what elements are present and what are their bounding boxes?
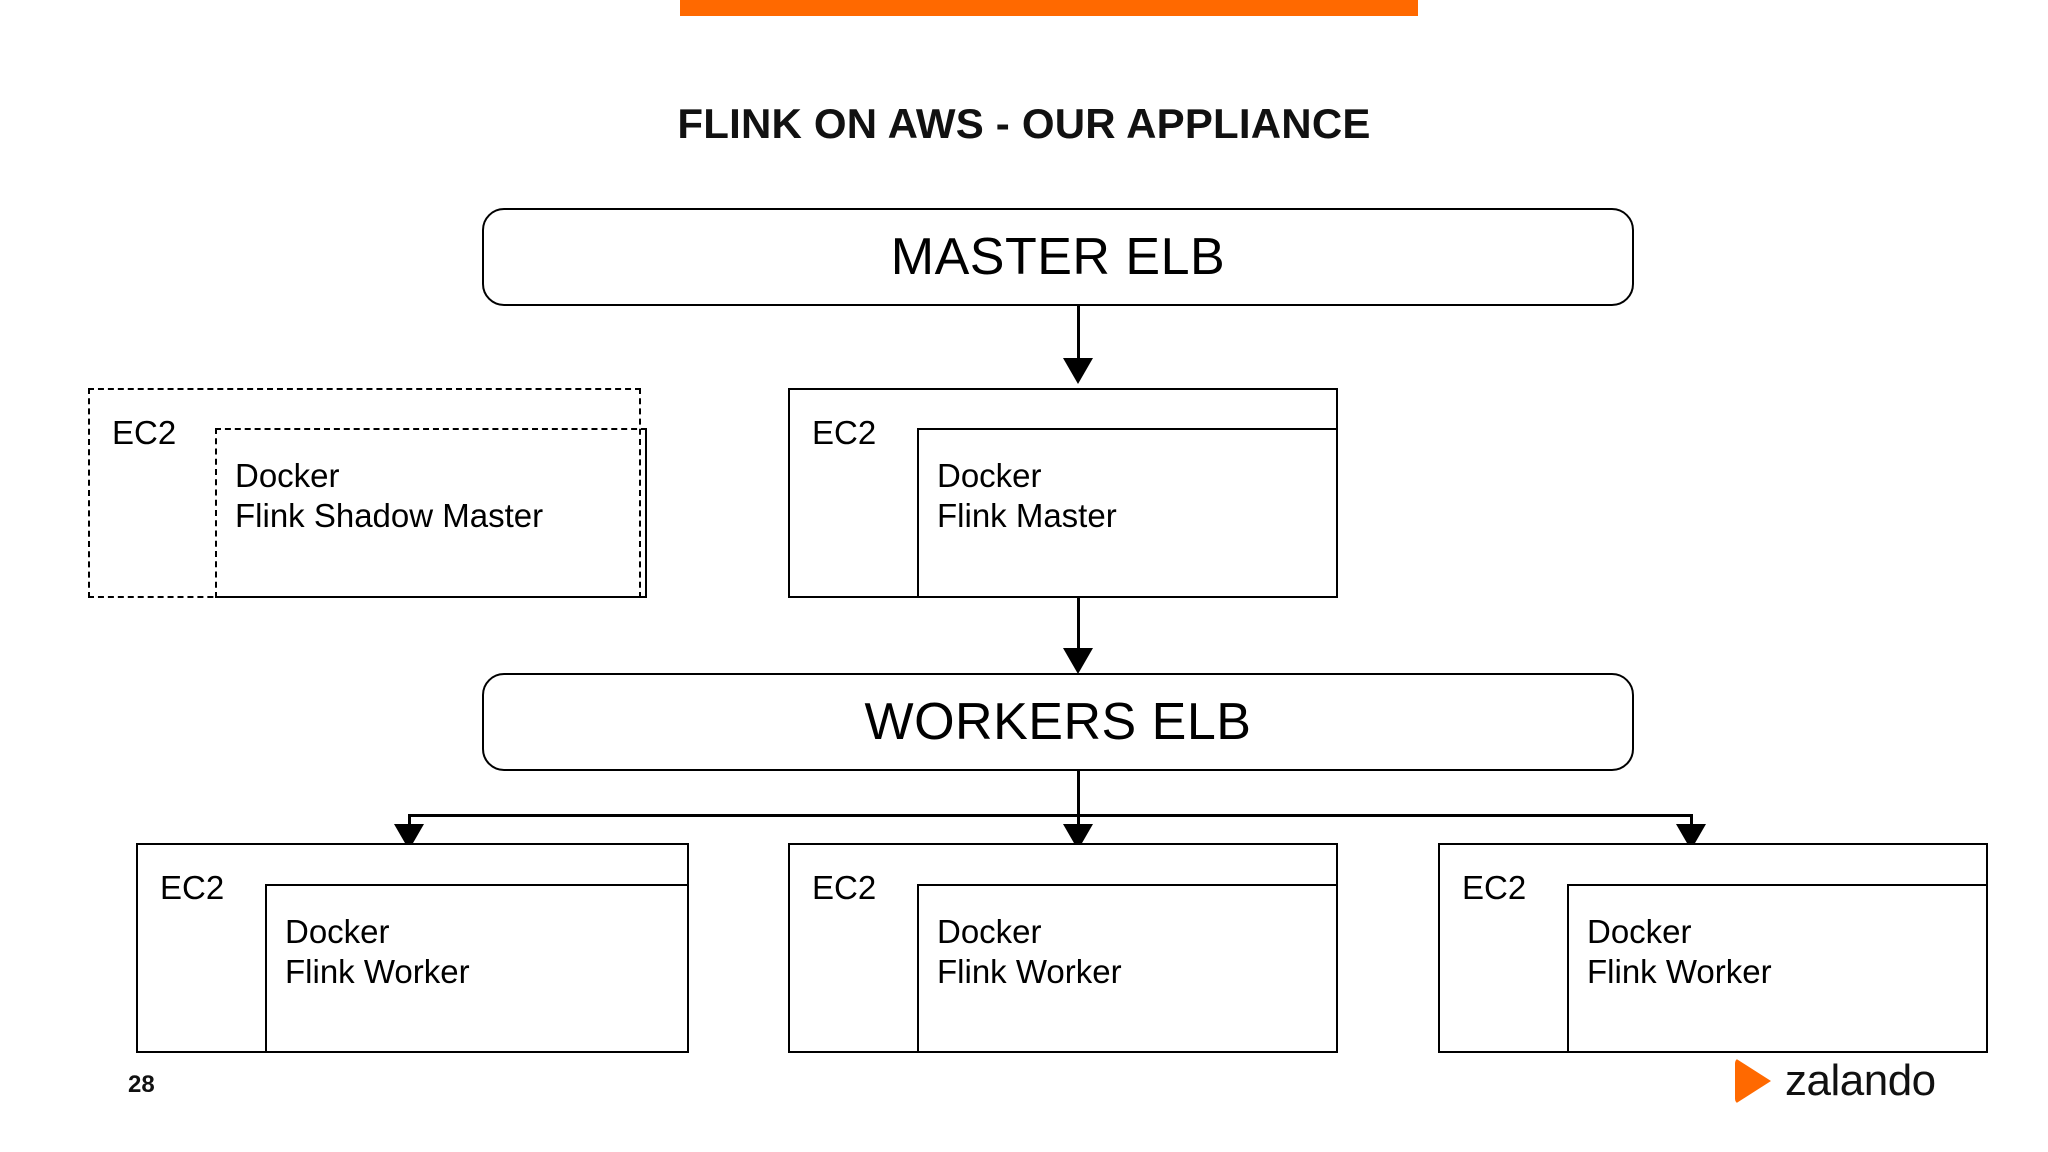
connector-worker-1-drop <box>408 814 411 832</box>
docker-master-node[interactable]: Docker Flink Master <box>917 428 1338 598</box>
docker-worker-1-node[interactable]: Docker Flink Worker <box>265 884 689 1053</box>
connector-workers-elb-stem <box>1077 771 1080 816</box>
ec2-master-label: EC2 <box>812 414 877 451</box>
brand-logo: zalando <box>1735 1058 1936 1104</box>
connector-workers-distributor <box>408 814 1692 817</box>
connector-master-elb-to-master <box>1077 306 1080 372</box>
brand-name: zalando <box>1785 1056 1936 1105</box>
docker-worker-3-node[interactable]: Docker Flink Worker <box>1567 884 1988 1053</box>
docker-worker-1-line-1: Docker <box>285 913 390 950</box>
ec2-shadow-master-label: EC2 <box>112 414 177 451</box>
arrow-head-master-to-workers-elb <box>1063 648 1093 674</box>
connector-master-to-workers-elb <box>1077 598 1080 666</box>
docker-worker-3-line-2: Flink Worker <box>1587 953 1772 991</box>
docker-worker-2-line-2: Flink Worker <box>937 953 1122 991</box>
master-elb-label: MASTER ELB <box>890 228 1226 286</box>
docker-master-line-1: Docker <box>937 457 1042 494</box>
top-accent-bar <box>680 0 1418 16</box>
arrow-head-master-elb-to-master <box>1063 358 1093 384</box>
docker-worker-1-line-2: Flink Worker <box>285 953 470 991</box>
docker-worker-2-node[interactable]: Docker Flink Worker <box>917 884 1338 1053</box>
docker-worker-2-line-1: Docker <box>937 913 1042 950</box>
workers-elb-node[interactable]: WORKERS ELB <box>482 673 1634 771</box>
page-number: 28 <box>128 1071 155 1098</box>
connector-worker-2-drop <box>1077 814 1080 832</box>
docker-shadow-master-line-1: Docker <box>235 457 340 494</box>
connector-worker-3-drop <box>1690 814 1693 832</box>
ec2-worker-2-label: EC2 <box>812 869 877 906</box>
workers-elb-label: WORKERS ELB <box>864 693 1252 751</box>
ec2-worker-1-label: EC2 <box>160 869 225 906</box>
page-title: FLINK ON AWS - OUR APPLIANCE <box>677 100 1371 147</box>
ec2-worker-3-label: EC2 <box>1462 869 1527 906</box>
docker-worker-3-line-1: Docker <box>1587 913 1692 950</box>
master-elb-node[interactable]: MASTER ELB <box>482 208 1634 306</box>
docker-master-line-2: Flink Master <box>937 497 1117 535</box>
docker-shadow-master-node[interactable]: Docker Flink Shadow Master <box>215 428 647 598</box>
play-triangle-icon <box>1735 1058 1771 1104</box>
docker-shadow-master-line-2: Flink Shadow Master <box>235 497 544 535</box>
